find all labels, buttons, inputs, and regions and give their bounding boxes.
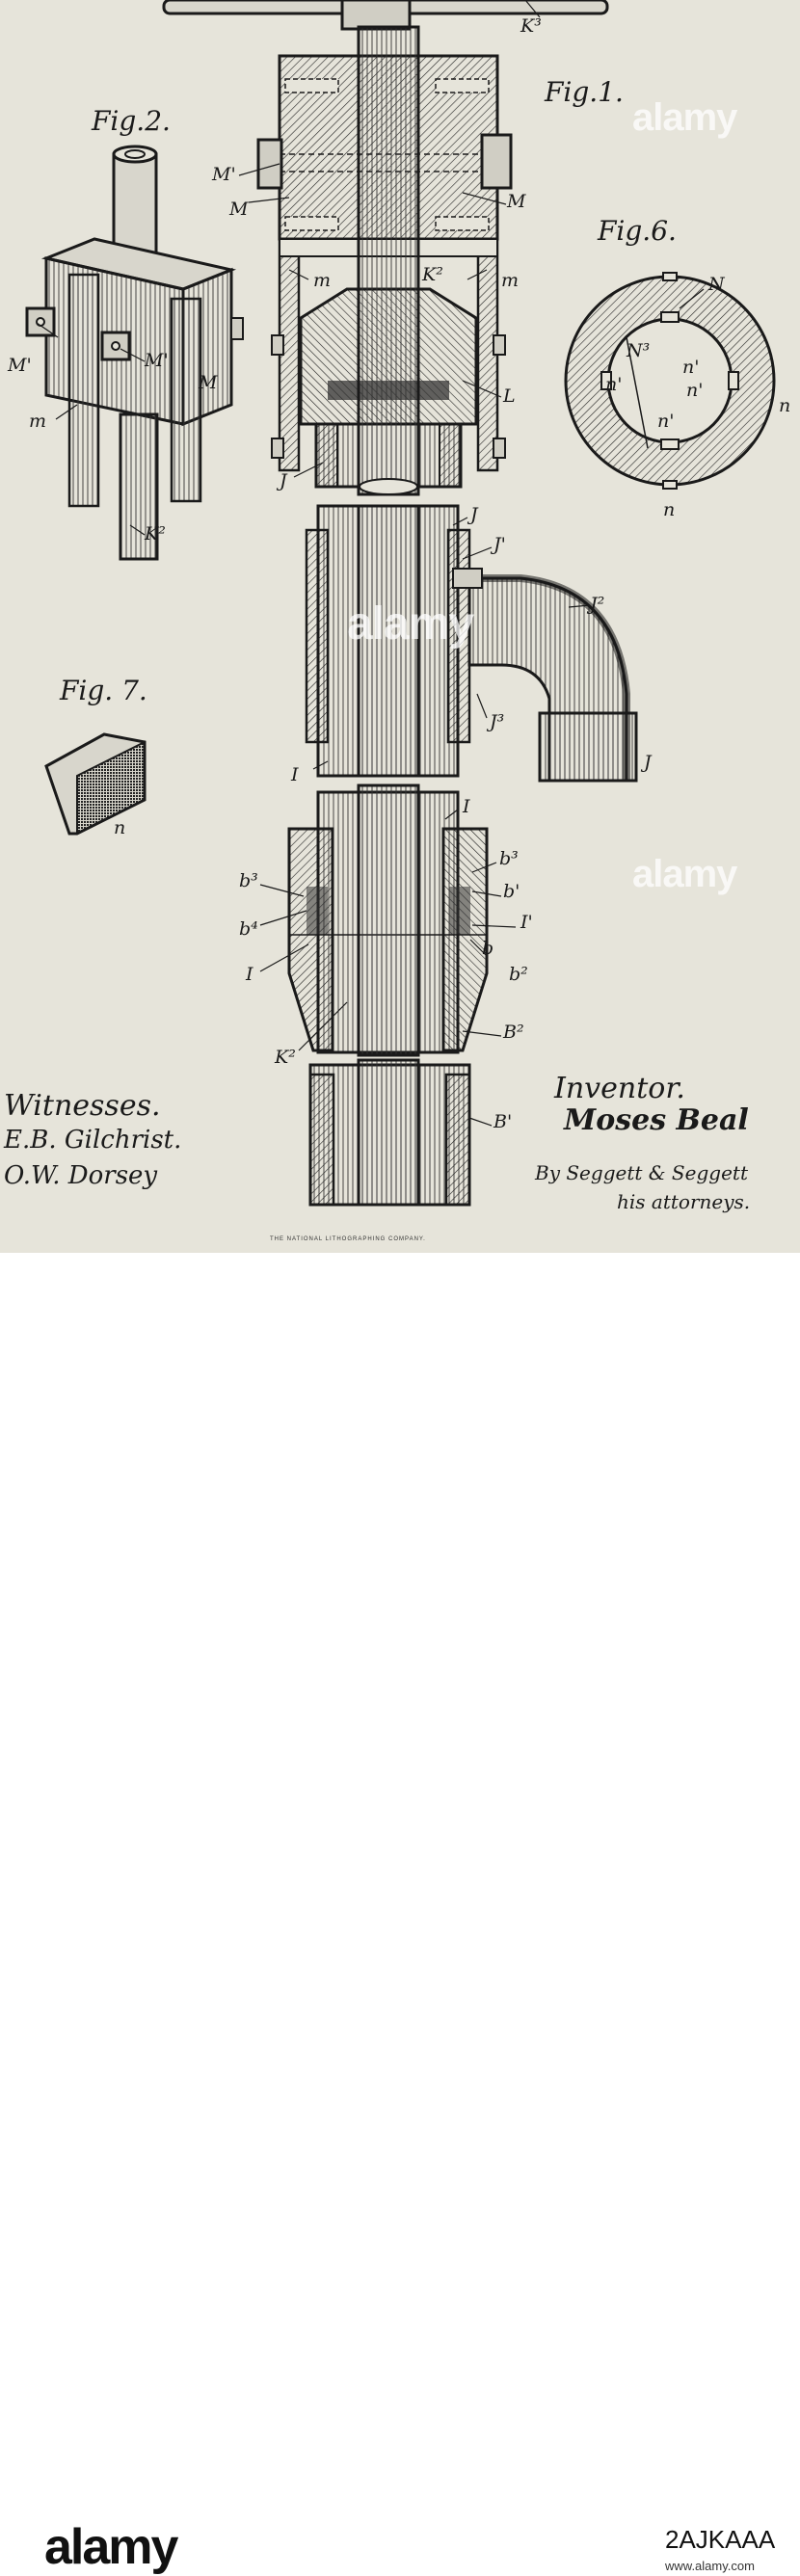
image-id: 2AJKAAA bbox=[665, 2525, 775, 2555]
fig2-label-m-prime-b: M' bbox=[145, 352, 169, 370]
fig6-label-n-prime-b: n' bbox=[682, 359, 699, 377]
witness-signature-1: E.B. Gilchrist. bbox=[4, 1126, 181, 1155]
fig1-title: Fig.1. bbox=[545, 79, 624, 106]
label-b2-cap: B² bbox=[503, 1023, 524, 1042]
fig6-drawing bbox=[566, 273, 774, 489]
attorneys-caption: his attorneys. bbox=[617, 1190, 750, 1213]
fig6-label-n-b: n bbox=[663, 501, 675, 519]
label-b2: b² bbox=[509, 966, 528, 984]
stock-footer: alamy 2AJKAAA www.alamy.com bbox=[0, 1253, 800, 1340]
fig7-title: Fig. 7. bbox=[60, 677, 147, 704]
watermark: alamy bbox=[632, 96, 736, 140]
fig2-label-m-small: m bbox=[29, 412, 46, 431]
fig6-label-n-prime-c: n' bbox=[686, 382, 703, 400]
fig2-title: Fig.2. bbox=[92, 108, 171, 135]
label-j-prime: J' bbox=[493, 536, 506, 554]
witnesses-heading: Witnesses. bbox=[4, 1089, 161, 1123]
label-m-prime: M' bbox=[212, 166, 236, 184]
attorneys-signature: By Seggett & Seggett bbox=[535, 1161, 748, 1184]
page: Fig.1. Fig.2. Fig.6. Fig. 7. K³ M' M M m… bbox=[0, 0, 800, 1340]
fig2-label-m: M bbox=[199, 374, 217, 392]
fig6-label-n-cap: N bbox=[708, 276, 725, 294]
label-b-right: b bbox=[482, 940, 493, 958]
fig1-rod-upper bbox=[359, 27, 418, 494]
label-j-top: J bbox=[280, 472, 287, 491]
fig6-label-n-prime-a: n' bbox=[605, 376, 622, 394]
label-j-a: J bbox=[470, 506, 478, 524]
fig6-label-n-a: n bbox=[779, 397, 790, 415]
label-l: L bbox=[503, 387, 516, 406]
alamy-logo: alamy bbox=[44, 2518, 176, 2576]
site-url: www.alamy.com bbox=[665, 2559, 755, 2573]
fig6-label-n3: N³ bbox=[627, 342, 650, 360]
label-b1-cap: B' bbox=[493, 1113, 512, 1131]
inventor-signature: Moses Beal bbox=[564, 1103, 749, 1137]
label-i-c: I bbox=[246, 966, 253, 984]
inventor-heading: Inventor. bbox=[554, 1072, 685, 1105]
label-m-small-left: m bbox=[313, 272, 331, 290]
label-b4: b⁴ bbox=[239, 920, 258, 939]
fig6-label-n-prime-d: n' bbox=[657, 412, 674, 431]
label-b3-left: b³ bbox=[239, 872, 258, 890]
label-k3: K³ bbox=[520, 17, 542, 36]
label-i-b: I bbox=[463, 798, 470, 816]
watermark: alamy bbox=[632, 853, 736, 896]
label-j-b: J bbox=[644, 754, 652, 772]
patent-drawing: Fig.1. Fig.2. Fig.6. Fig. 7. K³ M' M M m… bbox=[0, 0, 800, 1253]
label-i-a: I bbox=[291, 766, 299, 784]
fig2-label-k2: K² bbox=[145, 525, 166, 544]
fig1-lower-section bbox=[289, 785, 487, 1055]
label-b3-right: b³ bbox=[499, 850, 519, 868]
fig7-drawing bbox=[46, 734, 145, 834]
fig6-title: Fig.6. bbox=[598, 218, 677, 245]
fig1-bottom-section bbox=[310, 1060, 469, 1205]
watermark: alamy bbox=[347, 598, 473, 651]
label-m-small-right: m bbox=[501, 272, 519, 290]
label-j3: J³ bbox=[490, 713, 504, 731]
label-i-prime: I' bbox=[520, 914, 533, 932]
label-b-prime: b' bbox=[503, 883, 520, 901]
fig2-drawing bbox=[27, 146, 243, 559]
fig7-label-n: n bbox=[114, 819, 125, 837]
printer-imprint: THE NATIONAL LITHOGRAPHING COMPANY. bbox=[270, 1236, 426, 1242]
label-k2-top: K² bbox=[422, 266, 443, 284]
label-m-right: M bbox=[507, 193, 525, 211]
label-k2-bottom: K² bbox=[275, 1049, 296, 1067]
label-j2: J² bbox=[590, 596, 604, 614]
witness-signature-2: O.W. Dorsey bbox=[4, 1161, 157, 1190]
label-m-left: M bbox=[229, 200, 248, 219]
fig2-label-m-prime-a: M' bbox=[8, 357, 32, 375]
